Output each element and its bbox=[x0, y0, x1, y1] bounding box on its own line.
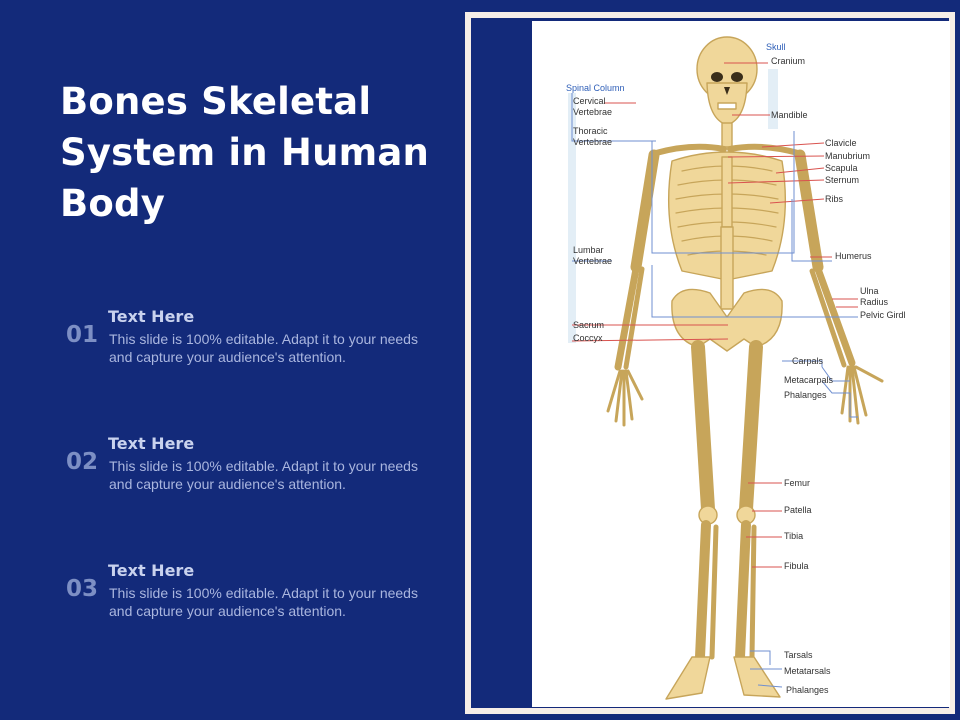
fibula-left bbox=[709, 524, 719, 660]
right-labels: Skull Cranium Mandible Clavicle Manubriu… bbox=[766, 42, 906, 695]
label-skull: Skull bbox=[766, 42, 786, 52]
tibia-left bbox=[695, 520, 711, 662]
hand-left bbox=[606, 369, 644, 427]
eye-socket-icon bbox=[731, 72, 743, 82]
item-heading: Text Here bbox=[108, 561, 195, 580]
label-radius: Radius bbox=[860, 297, 889, 307]
label-thoracic: Thoracic bbox=[573, 126, 608, 136]
sternum-icon bbox=[721, 156, 733, 228]
label-femur: Femur bbox=[784, 478, 810, 488]
hand-right bbox=[840, 365, 884, 425]
label-tarsals: Tarsals bbox=[784, 650, 813, 660]
label-clavicle: Clavicle bbox=[825, 138, 857, 148]
label-metacarpals: Metacarpals bbox=[784, 375, 834, 385]
forearm-right-2 bbox=[809, 268, 847, 368]
label-carpals: Carpals bbox=[792, 356, 824, 366]
spine-band bbox=[568, 93, 576, 343]
label-scapula: Scapula bbox=[825, 163, 858, 173]
slide-title: Bones Skeletal System in Human Body bbox=[60, 80, 430, 225]
left-labels: Spinal Column Cervical Vertebrae Thoraci… bbox=[566, 83, 625, 343]
femur-left bbox=[691, 340, 715, 516]
skull-band bbox=[768, 69, 778, 129]
forearm-left-2 bbox=[623, 266, 645, 370]
label-patella: Patella bbox=[784, 505, 812, 515]
skeleton-diagram: Spinal Column Cervical Vertebrae Thoraci… bbox=[566, 36, 906, 700]
label-cranium: Cranium bbox=[771, 56, 805, 66]
skeleton-diagram-panel: Spinal Column Cervical Vertebrae Thoraci… bbox=[532, 21, 950, 707]
item-number: 01 bbox=[66, 322, 99, 348]
eye-socket-icon bbox=[711, 72, 723, 82]
neck-vertebrae bbox=[721, 122, 733, 148]
label-sternum: Sternum bbox=[825, 175, 859, 185]
item-body: This slide is 100% editable. Adapt it to… bbox=[109, 331, 418, 365]
label-manubrium: Manubrium bbox=[825, 151, 870, 161]
foot-right bbox=[733, 656, 781, 698]
label-lumbar: Lumbar bbox=[573, 245, 604, 255]
label-cervical-vertebrae: Vertebrae bbox=[573, 107, 612, 117]
label-spinal-column: Spinal Column bbox=[566, 83, 625, 93]
nasal-icon bbox=[724, 87, 730, 95]
lumbar-spine bbox=[720, 226, 734, 310]
label-mandible: Mandible bbox=[771, 110, 808, 120]
humerus-left bbox=[630, 149, 660, 273]
label-thoracic-vertebrae: Vertebrae bbox=[573, 137, 612, 147]
item-heading: Text Here bbox=[108, 307, 195, 326]
item-body: This slide is 100% editable. Adapt it to… bbox=[109, 458, 418, 492]
humerus-right bbox=[794, 149, 824, 273]
label-ulna: Ulna bbox=[860, 286, 879, 296]
label-lumbar-vertebrae: Vertebrae bbox=[573, 256, 612, 266]
item-heading: Text Here bbox=[108, 434, 195, 453]
label-cervical: Cervical bbox=[573, 96, 606, 106]
label-foot-phalanges: Phalanges bbox=[786, 685, 829, 695]
label-tibia: Tibia bbox=[784, 531, 803, 541]
label-hand-phalanges: Phalanges bbox=[784, 390, 827, 400]
label-ribs: Ribs bbox=[825, 194, 844, 204]
forearm-right bbox=[814, 265, 856, 367]
label-fibula: Fibula bbox=[784, 561, 809, 571]
label-sacrum: Sacrum bbox=[573, 320, 604, 330]
item-number: 02 bbox=[66, 449, 99, 475]
label-metatarsals: Metatarsals bbox=[784, 666, 831, 676]
forearm-left bbox=[614, 265, 640, 371]
label-coccyx: Coccyx bbox=[573, 333, 603, 343]
item-body: This slide is 100% editable. Adapt it to… bbox=[109, 585, 418, 619]
teeth-icon bbox=[717, 102, 737, 110]
fibula-right bbox=[749, 524, 757, 660]
skeleton-figure bbox=[606, 36, 884, 700]
clavicle-left bbox=[653, 143, 727, 156]
label-pelvic-girdl: Pelvic Girdl bbox=[860, 310, 906, 320]
leader-lines bbox=[571, 62, 858, 568]
femur-right bbox=[739, 340, 763, 516]
bracket-lines bbox=[571, 93, 858, 688]
foot-left bbox=[665, 656, 711, 700]
tibia-right bbox=[735, 520, 751, 662]
pelvis-icon bbox=[671, 288, 783, 352]
item-number: 03 bbox=[66, 576, 99, 602]
label-humerus: Humerus bbox=[835, 251, 872, 261]
